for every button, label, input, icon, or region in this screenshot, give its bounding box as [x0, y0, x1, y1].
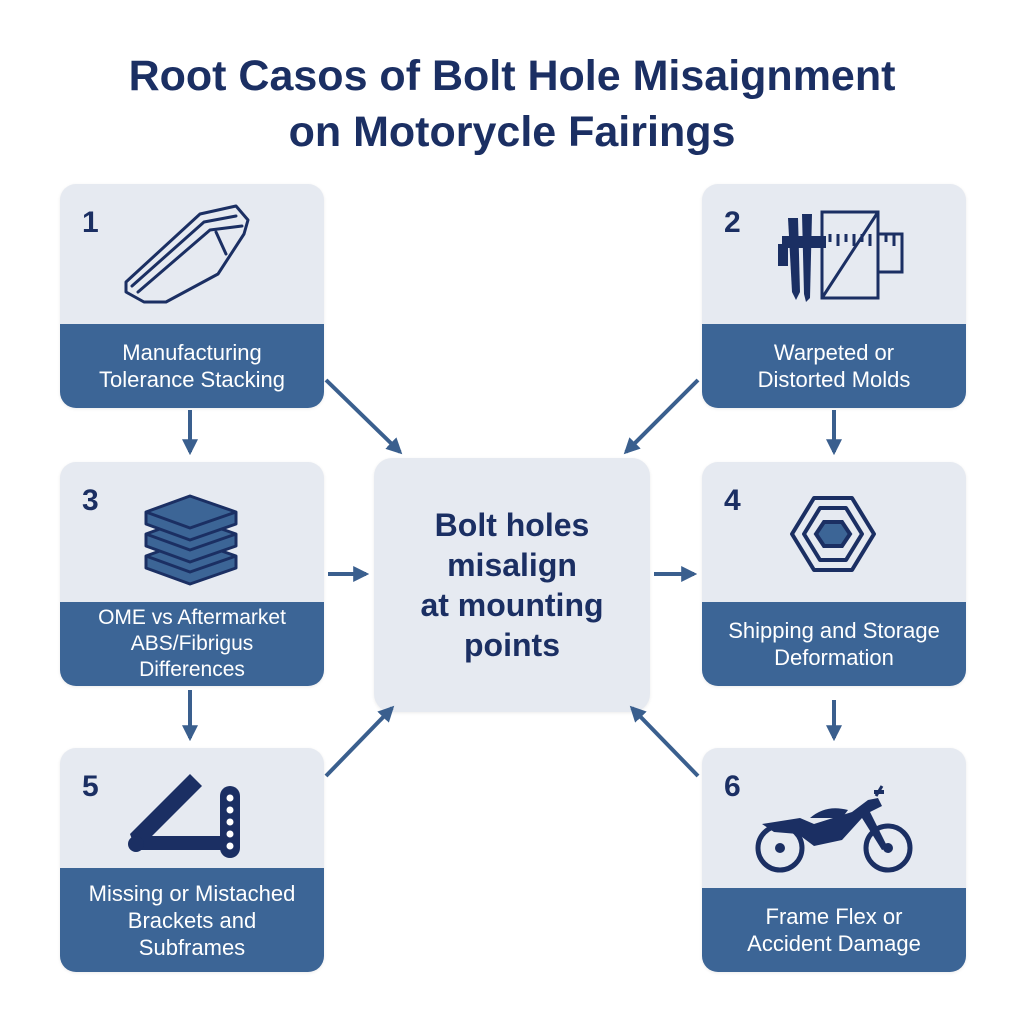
cause-label: Missing or Mistached Brackets and Subfra…: [60, 868, 324, 972]
arrow-1-to-center: [324, 378, 403, 455]
cause-label: Frame Flex or Accident Damage: [702, 888, 966, 972]
bracket-icon: [128, 774, 240, 858]
diagram-title: Root Casos of Bolt Hole Misaignment on M…: [0, 48, 1024, 160]
arrow-2-to-center: [623, 378, 700, 455]
cause-box-3: 3 OME vs Aftermarket ABS/Fibrigus Differ…: [60, 462, 324, 686]
cause-label: OME vs Aftermarket ABS/Fibrigus Differen…: [60, 602, 324, 686]
cause-box-5: 5 Missing or Mistached Brackets and Subf…: [60, 748, 324, 972]
cause-label: Manufacturing Tolerance Stacking: [60, 324, 324, 408]
caliper-ruler-icon: [778, 210, 904, 302]
cause-number: 1: [82, 206, 99, 239]
cause-box-2: 2 Warpeted or Distorted Molds: [702, 184, 966, 408]
cause-number: 2: [724, 206, 741, 239]
stacked-layers-icon: [144, 494, 238, 586]
motorcycle-icon: [755, 785, 913, 873]
cause-number: 3: [82, 484, 99, 517]
title-line-2: on Motorycle Fairings: [288, 108, 736, 156]
cause-number: 4: [724, 484, 741, 517]
cause-number: 6: [724, 770, 741, 803]
arrow-5-to-center: [324, 705, 395, 778]
title-line-1: Root Casos of Bolt Hole Misaignment: [128, 52, 896, 100]
arrow-6-to-center: [629, 705, 700, 778]
cause-box-1: 1 Manufacturing Tolerance Stacking: [60, 184, 324, 408]
cause-label: Shipping and Storage Deformation: [702, 602, 966, 686]
hex-nut-icon: [790, 496, 876, 572]
cause-box-6: 6 Frame Flex or Accident Damage: [702, 748, 966, 972]
center-effect-box: Bolt holes misalign at mounting points: [374, 458, 650, 712]
cause-label: Warpeted or Distorted Molds: [702, 324, 966, 408]
cause-box-4: 4 Shipping and Storage Deformation: [702, 462, 966, 686]
fairing-panel-icon: [124, 204, 250, 304]
cause-number: 5: [82, 770, 99, 803]
